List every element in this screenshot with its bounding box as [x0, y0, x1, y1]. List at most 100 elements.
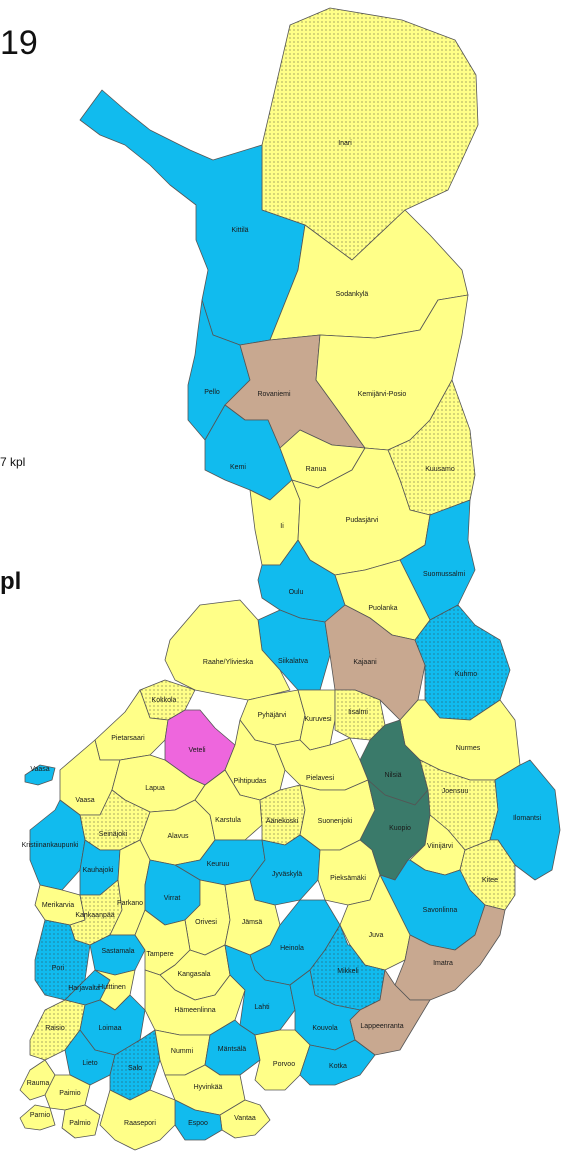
region-vaasa_island — [24, 764, 56, 786]
region-label-parkano: Parkano — [117, 900, 143, 907]
region-ilomantsi — [489, 759, 561, 881]
region-label-lahti: Lahti — [254, 1004, 270, 1011]
region-joensuu-dot-pattern — [420, 760, 498, 850]
side-heading-fragment: pl — [0, 568, 22, 595]
region-label-vaasa: Vaasa — [75, 797, 94, 804]
region-label-kemi: Kemi — [230, 464, 246, 471]
region-label-harjavalta: Harjavalta — [68, 985, 100, 992]
region-label-kuopio: Kuopio — [389, 825, 411, 832]
region-label-suomussalmi: Suomussalmi — [423, 571, 465, 578]
region-label-oulu: Oulu — [289, 589, 304, 596]
region-label-mantsala: Mäntsälä — [218, 1046, 247, 1053]
region-label-savonlinna: Savonlinna — [423, 907, 458, 914]
region-porvoo — [254, 1029, 311, 1091]
region-label-hyvinkaa: Hyvinkää — [194, 1084, 223, 1091]
region-label-raisio: Raisio — [45, 1025, 65, 1032]
region-label-suonenjoki: Suonenjoki — [318, 818, 353, 825]
region-label-palmio: Palmio — [69, 1120, 91, 1127]
region-label-vaasa_island: Vaasa — [30, 766, 49, 773]
region-palmio — [61, 1104, 101, 1139]
region-label-hameenlinna: Hämeenlinna — [174, 1007, 215, 1014]
region-label-mikkeli: Mikkeli — [337, 968, 359, 975]
region-label-pietarsaari: Pietarsaari — [111, 735, 145, 742]
region-kuusamo-dot-pattern — [388, 380, 475, 515]
region-inari-dot-pattern — [262, 8, 478, 260]
region-label-pielavesi: Pielavesi — [306, 775, 334, 782]
region-pieksamaki — [317, 839, 381, 906]
region-label-kittila: Kittilä — [231, 227, 248, 234]
region-label-nilsia: Nilsiä — [384, 772, 401, 779]
region-kitee-dot-pattern — [460, 840, 515, 910]
region-label-kemijarvi: Kemijärvi-Posio — [358, 391, 407, 398]
region-label-kristiinankaupunki: Kristiinankaupunki — [22, 842, 79, 849]
region-label-kuruvesi: Kuruvesi — [304, 716, 332, 723]
region-kuhmo-dot-pattern — [415, 605, 510, 720]
region-label-pello: Pello — [204, 389, 220, 396]
region-label-virrat: Virrat — [164, 895, 181, 902]
page-heading-fragment: 19 — [0, 24, 38, 62]
region-label-pudasjarvi: Pudasjärvi — [346, 517, 379, 524]
region-label-kajaani: Kajaani — [353, 659, 377, 666]
region-label-huittinen: Huittinen — [98, 984, 126, 991]
region-mikkeli-dot-pattern — [310, 925, 385, 1010]
region-label-sastamala: Sastamala — [101, 948, 134, 955]
region-vantaa — [219, 1099, 271, 1139]
region-label-viinijarvi: Viinijärvi — [427, 843, 453, 850]
region-label-joensuu: Joensuu — [442, 788, 469, 795]
region-label-puolanka: Puolanka — [368, 605, 397, 612]
region-label-salo: Salo — [128, 1065, 142, 1072]
region-label-ii: Ii — [280, 523, 284, 530]
region-label-lappeenranta: Lappeenranta — [360, 1023, 403, 1030]
region-label-loimaa: Loimaa — [99, 1025, 122, 1032]
region-label-kouvola: Kouvola — [312, 1025, 337, 1032]
region-kotka — [299, 1039, 376, 1086]
region-label-pihtipudas: Pihtipudas — [234, 778, 267, 785]
region-label-kankaanpaa: Kankaanpää — [75, 912, 114, 919]
region-label-pori: Pori — [52, 965, 65, 972]
region-raahe — [164, 599, 291, 701]
region-label-paimio: Paimio — [59, 1090, 81, 1097]
region-label-pyhajarvi: Pyhäjärvi — [258, 712, 287, 719]
region-label-pieksamaki: Pieksämäki — [330, 875, 366, 882]
region-label-kokkola: Kokkola — [152, 697, 177, 704]
region-label-karstula: Karstula — [215, 817, 241, 824]
region-label-vantaa: Vantaa — [234, 1115, 256, 1122]
region-label-kauhajoki: Kauhajoki — [83, 867, 114, 874]
region-paimio — [44, 1074, 91, 1111]
region-iisalmi-dot-pattern — [335, 690, 385, 740]
region-sastamala — [89, 934, 146, 976]
region-label-keuruu: Keuruu — [207, 861, 230, 868]
region-label-kuusamo: Kuusamo — [425, 466, 455, 473]
region-label-sodankyla: Sodankylä — [336, 291, 369, 298]
region-parnio — [19, 1104, 56, 1131]
region-raasepori — [99, 1089, 176, 1151]
region-label-ranua: Ranua — [306, 466, 327, 473]
side-count-text: 7 kpl — [0, 455, 26, 469]
region-label-kangasala: Kangasala — [177, 971, 210, 978]
region-label-kitee: Kitee — [482, 877, 498, 884]
region-label-kuhmo: Kuhmo — [455, 671, 477, 678]
region-label-siikalatva: Siikalatva — [278, 658, 308, 665]
region-salo-dot-pattern — [110, 1030, 160, 1100]
region-seinajoki-dot-pattern — [80, 790, 150, 850]
region-pori-dot-pattern — [35, 920, 90, 1000]
region-label-inari: Inari — [338, 140, 352, 147]
region-label-seinajoki: Seinäjoki — [99, 831, 128, 838]
region-label-raahe: Raahe/Ylivieska — [203, 659, 253, 666]
region-label-raasepori: Raasepori — [124, 1120, 156, 1127]
region-label-veteli: Veteli — [188, 747, 206, 754]
region-label-rovaniemi: Rovaniemi — [257, 391, 291, 398]
region-label-juva: Juva — [369, 932, 384, 939]
region-label-lapua: Lapua — [145, 785, 165, 792]
region-label-orivesi: Orivesi — [195, 919, 217, 926]
region-label-jamsa: Jämsä — [242, 919, 263, 926]
region-label-imatra: Imatra — [433, 960, 453, 967]
region-label-iisalmi: Iisalmi — [348, 709, 368, 716]
region-label-ilomantsi: Ilomantsi — [513, 815, 541, 822]
region-label-heinola: Heinola — [280, 945, 304, 952]
region-label-merikarvia: Merikarvia — [42, 902, 74, 909]
region-label-nurmes: Nurmes — [456, 745, 481, 752]
region-raisio-dot-pattern — [30, 1000, 85, 1060]
region-label-aanekoski: Äänekoski — [266, 817, 299, 825]
